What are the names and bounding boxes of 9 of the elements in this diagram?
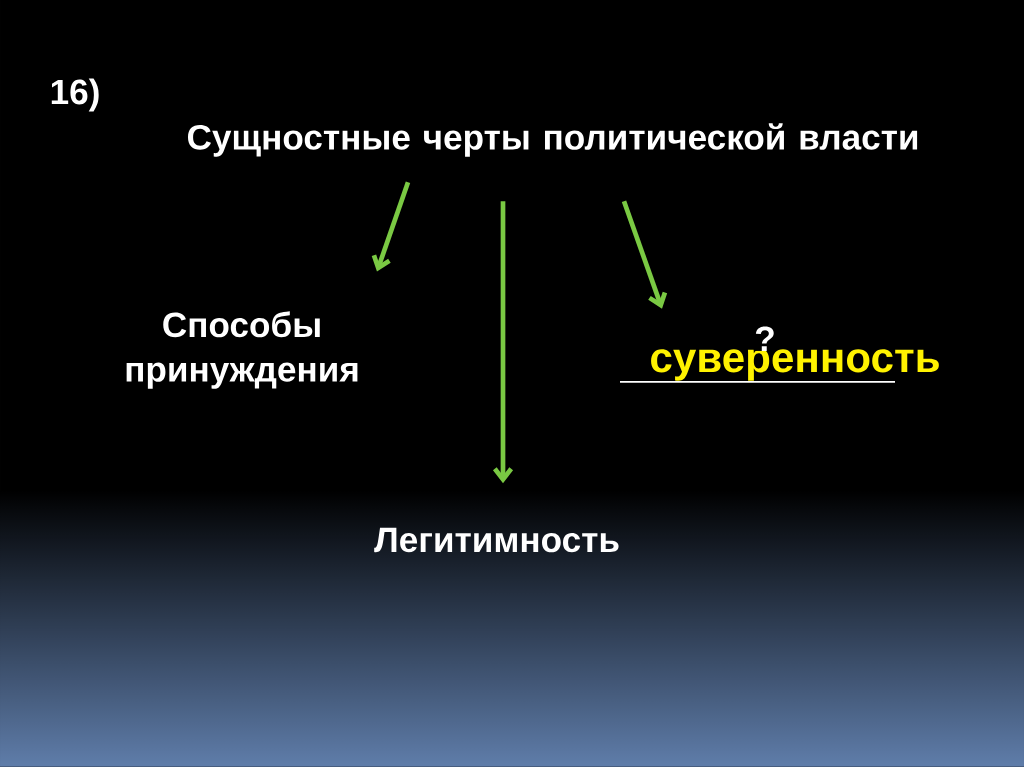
feature-text: Легитимность (374, 527, 619, 553)
question-mark: ? (754, 326, 776, 351)
arrow (492, 201, 514, 484)
answer-text: суверенность ? (651, 326, 939, 381)
slide-number: 16) (51, 78, 99, 112)
arrow (621, 200, 668, 309)
arrow (371, 181, 411, 272)
heading-text: Сущностные черты политической власти (188, 123, 918, 157)
feature-text: Способы принуждения (126, 311, 358, 389)
